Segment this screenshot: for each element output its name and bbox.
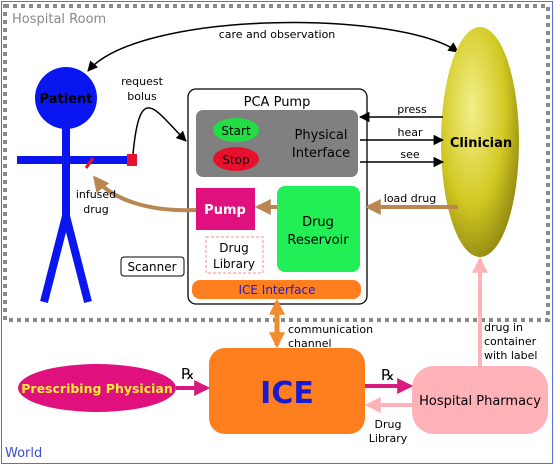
pump-label: Pump [204,203,246,218]
drug-reservoir-line1: Drug [302,215,334,230]
container-label: container [484,335,537,348]
drug-reservoir [277,186,360,272]
request-bolus-arrow [132,107,187,155]
infused-drug-arrow [93,175,197,213]
hear-label: hear [397,126,422,139]
clinician-label: Clinician [450,136,512,151]
infused-drug-label: drug [83,203,108,216]
physical-interface-line1: Physical [295,128,348,143]
communication-label: communication [288,323,373,336]
drug-library-line1: Drug [219,241,248,255]
prescribing-physician-label: Prescribing Physician [21,381,173,396]
pump-block [196,188,255,230]
ice-label: ICE [260,376,314,411]
see-label: see [400,148,419,161]
request-label: request [121,75,164,88]
stop-label: Stop [222,153,249,167]
clinician-ellipse [441,27,519,257]
press-label: press [397,103,427,116]
scanner-label: Scanner [127,260,176,274]
drug-in-label: drug in [484,321,523,334]
pca-pump-title: PCA Pump [244,95,311,110]
scanner-box [120,256,185,277]
ice-box [209,348,365,434]
care-observation-arrow [87,21,459,72]
patient-button [127,154,137,166]
drug-library-edge-line2: Library [369,432,408,445]
load-drug-label: load drug [384,192,436,205]
ice-interface [192,280,361,299]
ice-interface-label: ICE Interface [238,283,315,297]
patient-figure: Patient [17,67,137,303]
patient-head [35,67,97,129]
drug-reservoir-line2: Reservoir [287,233,349,248]
drug-library-line2: Library [213,257,255,271]
patient-label: Patient [40,92,93,107]
care-observation-label: care and observation [219,28,336,41]
prescribing-physician [18,364,176,412]
iv-line [84,157,95,169]
infused-label: infused [76,188,116,201]
hospital-pharmacy-label: Hospital Pharmacy [419,394,541,409]
hospital-room-label: Hospital Room [12,12,106,27]
stop-button[interactable] [213,147,259,171]
drug-library-box [205,236,264,274]
start-button[interactable] [213,118,259,142]
hospital-pharmacy [412,366,548,434]
bolus-label: bolus [127,90,157,103]
physical-interface-line2: Interface [292,146,350,161]
world-label: World [5,446,42,461]
rx-right-label: ℞ [381,366,394,384]
with-label-label: with label [484,349,537,362]
drug-library-edge-line1: Drug [375,418,402,431]
rx-left-label: ℞ [181,365,194,383]
start-label: Start [221,124,251,138]
channel-label: channel [288,337,332,350]
